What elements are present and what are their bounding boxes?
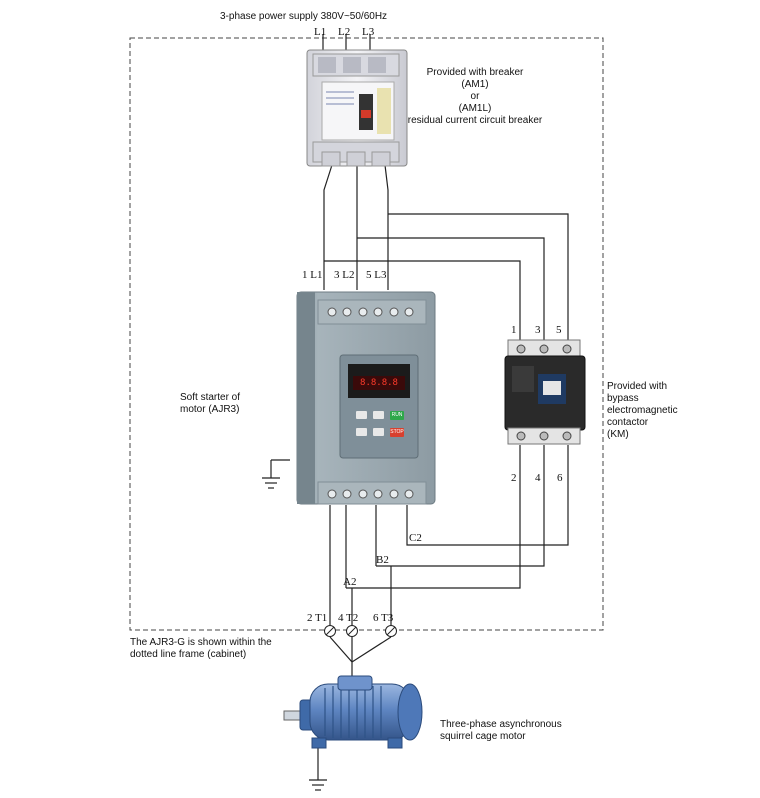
terminal-2t1: 2 T1	[307, 612, 328, 624]
contactor-top-5: 5	[556, 324, 562, 336]
contactor-bottom-2: 2	[511, 472, 517, 484]
terminal-6t3: 6 T3	[373, 612, 394, 624]
starter-input-l2: 3 L2	[334, 269, 355, 281]
cabinet-label-line: The AJR3-G is shown within the	[130, 637, 272, 648]
wires	[262, 34, 569, 791]
output-label-a2: A2	[343, 576, 357, 588]
breaker-label-line: Provided with breaker	[426, 67, 524, 78]
contactor-label-line: (KM)	[607, 429, 629, 440]
contactor-top-1: 1	[511, 324, 517, 336]
breaker-label: Provided with breaker (AM1) or (AM1L) re…	[400, 67, 550, 127]
circuit-breaker	[306, 49, 408, 167]
starter-display: 8.8.8.8	[360, 378, 398, 388]
supply-label: 3-phase power supply 380V~50/60Hz	[220, 11, 388, 22]
starter-label: Soft starter of motor (AJR3)	[180, 392, 240, 416]
bypass-contactor	[504, 339, 586, 445]
cabinet-label: The AJR3-G is shown within the dotted li…	[130, 637, 272, 661]
output-label-b2: B2	[376, 554, 389, 566]
breaker-label-line: (AM1L)	[458, 103, 492, 114]
phase-label-l1: L1	[314, 26, 327, 38]
contactor-label-line: bypass	[607, 393, 639, 404]
contactor-label-line: Provided with	[607, 381, 668, 392]
breaker-label-line: residual current circuit breaker	[407, 115, 543, 126]
contactor-label-line: electromagnetic	[607, 405, 678, 416]
starter-label-line: Soft starter of	[180, 392, 241, 403]
motor-label-line: squirrel cage motor	[440, 731, 526, 742]
starter-input-l1: 1 L1	[302, 269, 323, 281]
contactor-label: Provided with bypass electromagnetic con…	[607, 381, 678, 441]
contactor-label-line: contactor	[607, 417, 649, 428]
cabinet-label-line: dotted line frame (cabinet)	[130, 649, 247, 660]
contactor-bottom-6: 6	[557, 472, 563, 484]
soft-starter	[296, 291, 436, 505]
phase-label-l3: L3	[362, 26, 375, 38]
breaker-label-line: (AM1)	[461, 79, 489, 90]
output-terminal-symbols	[324, 625, 397, 637]
stop-key-label: STOP	[390, 429, 404, 435]
motor-label-line: Three-phase asynchronous	[440, 719, 562, 730]
motor-label: Three-phase asynchronous squirrel cage m…	[440, 719, 562, 743]
cabinet-frame	[129, 37, 604, 631]
contactor-bottom-4: 4	[535, 472, 541, 484]
starter-label-line: motor (AJR3)	[180, 404, 240, 415]
motor	[283, 675, 423, 749]
run-key-label: RUN	[391, 412, 403, 418]
breaker-label-line: or	[470, 91, 480, 102]
contactor-top-3: 3	[535, 324, 541, 336]
starter-input-l3: 5 L3	[366, 269, 387, 281]
output-label-c2: C2	[409, 532, 422, 544]
terminal-4t2: 4 T2	[338, 612, 359, 624]
phase-label-l2: L2	[338, 26, 351, 38]
